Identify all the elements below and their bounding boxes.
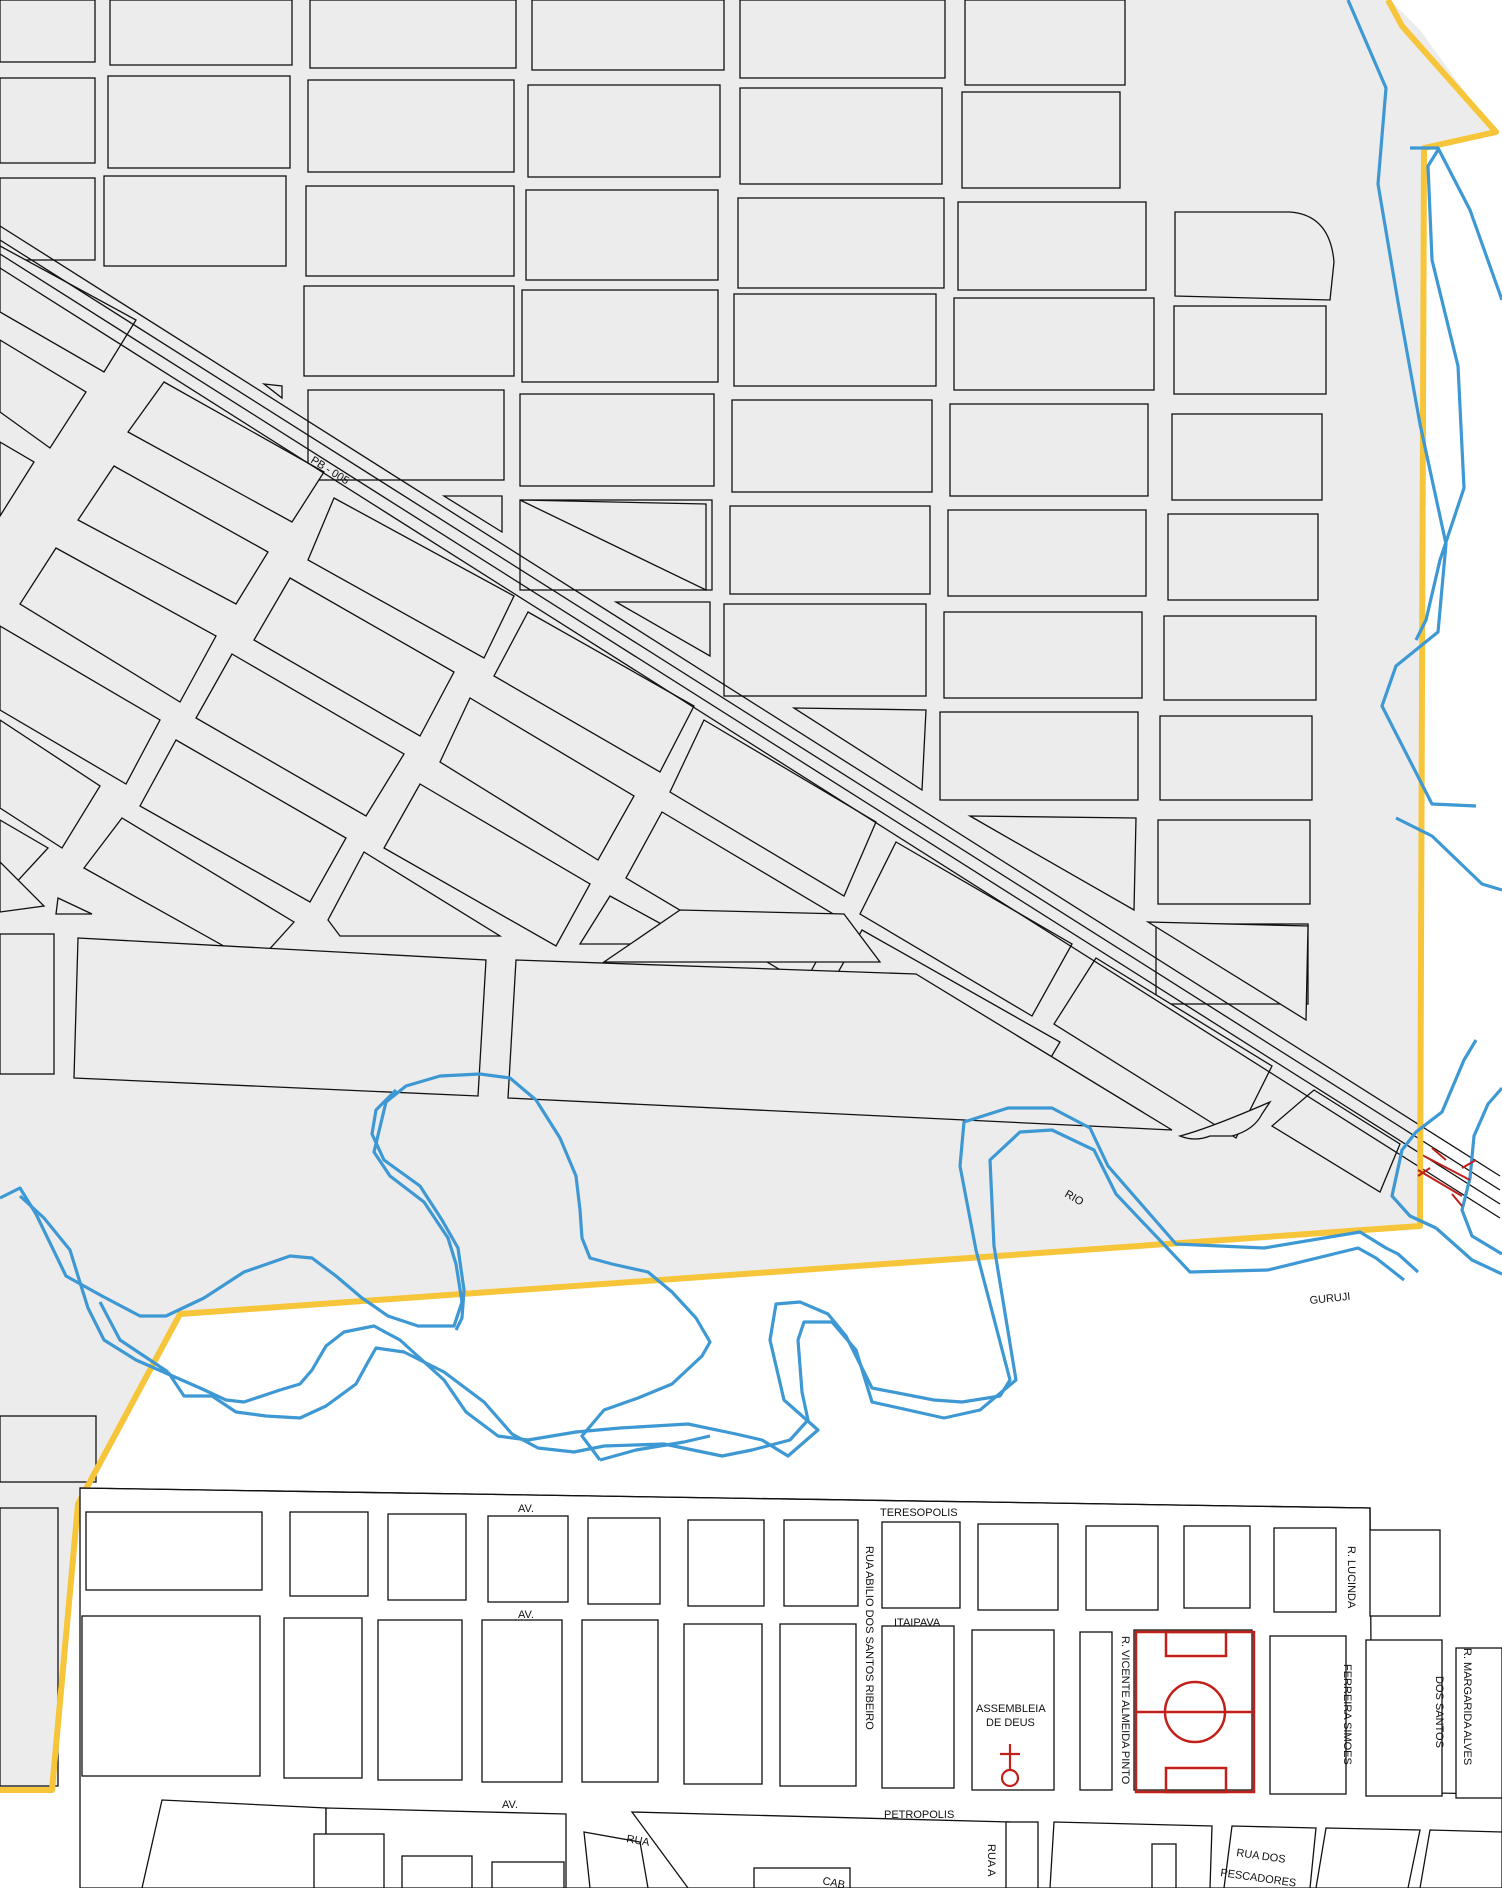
label-rua: RUA xyxy=(625,1833,651,1849)
label-av-teresopolis: AV. xyxy=(518,1503,534,1515)
diagonal-grid-blocks xyxy=(0,245,1401,1193)
lower-grid xyxy=(79,1487,1502,1888)
label-cab: CAB xyxy=(821,1875,846,1888)
label-r-lucinda: R. LUCINDA xyxy=(1345,1546,1357,1609)
label-church-1: ASSEMBLEIA xyxy=(976,1703,1046,1715)
municipal-boundary xyxy=(0,0,1499,1793)
lower-grey-blocks xyxy=(0,933,1272,1787)
river-guruji xyxy=(0,0,1502,1462)
label-r-vicente: R. VICENTE ALMEIDA PINTO xyxy=(1119,1636,1131,1785)
label-av-petropolis: AV. xyxy=(502,1799,518,1811)
label-dos-santos: DOS SANTOS xyxy=(1433,1676,1445,1748)
label-r-margarida: R. MARGARIDA ALVES xyxy=(1461,1648,1473,1765)
label-rua-abilio: RUA ABILIO DOS SANTOS RIBEIRO xyxy=(863,1546,875,1730)
label-petropolis: PETROPOLIS xyxy=(884,1809,954,1821)
label-itaipava: ITAIPAVA xyxy=(894,1617,941,1629)
football-field-icon xyxy=(1134,1630,1256,1794)
label-teresopolis: TERESOPOLIS xyxy=(880,1507,958,1519)
church-icon xyxy=(1000,1744,1020,1788)
label-guruji: GURUJI xyxy=(1309,1291,1351,1307)
pb005-highway xyxy=(0,225,1501,1219)
label-rua-a: RUA A xyxy=(985,1844,997,1877)
label-av-itaipava: AV. xyxy=(518,1609,534,1621)
bridge-icon xyxy=(1417,1147,1477,1207)
lower-labels: AV. TERESOPOLIS AV. ITAIPAVA AV. PETROPO… xyxy=(502,1503,1473,1888)
upper-grid-blocks xyxy=(0,0,1335,1022)
label-church-2: DE DEUS xyxy=(986,1717,1035,1729)
label-ferreira: FERREIRA SIMOES xyxy=(1341,1664,1353,1765)
